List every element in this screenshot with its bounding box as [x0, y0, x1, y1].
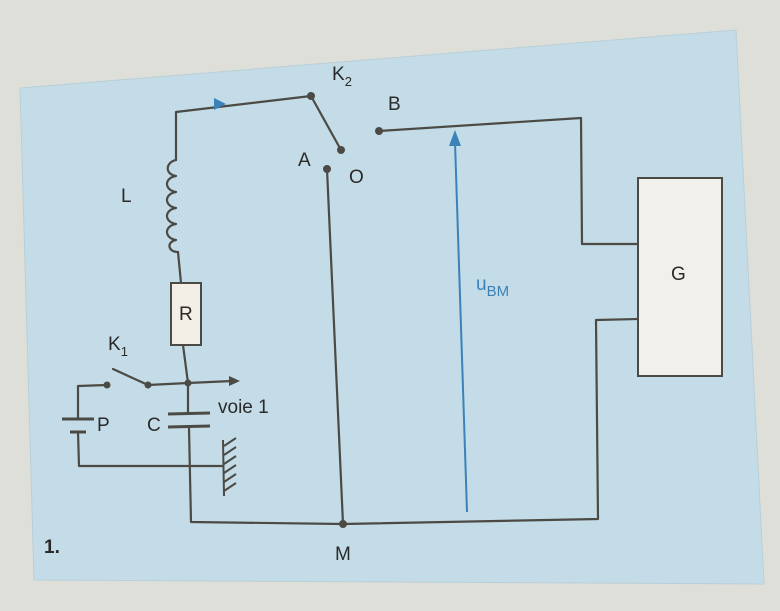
label-o: O: [349, 167, 364, 188]
contact-dots: [103, 92, 383, 528]
label-p: P: [97, 415, 110, 436]
label-l: L: [121, 186, 132, 207]
ubm-arrow: [449, 130, 468, 513]
label-a: A: [298, 150, 311, 171]
label-m: M: [335, 544, 351, 565]
current-arrow: [214, 98, 226, 110]
label-k2: K2: [332, 64, 352, 89]
k2-switch-blade: [309, 94, 343, 152]
inductor-coil: [165, 158, 180, 254]
k1-switch-blade: [111, 367, 150, 387]
generator-box: [637, 177, 723, 377]
label-g: G: [671, 264, 686, 285]
circuit-wires: [76, 94, 640, 526]
resistor: [170, 282, 202, 346]
battery: [62, 417, 94, 434]
label-r: R: [179, 304, 193, 325]
label-k1: K1: [108, 334, 128, 359]
label-ubm: uBM: [476, 274, 509, 300]
label-c: C: [147, 415, 161, 436]
figure-number: 1.: [44, 537, 60, 558]
label-b: B: [388, 94, 401, 115]
label-voie-1: voie 1: [218, 397, 269, 418]
voie1-arrow: [187, 376, 240, 386]
ground-symbol: [222, 437, 237, 497]
figure-panel: [19, 29, 765, 585]
capacitor: [167, 411, 211, 429]
